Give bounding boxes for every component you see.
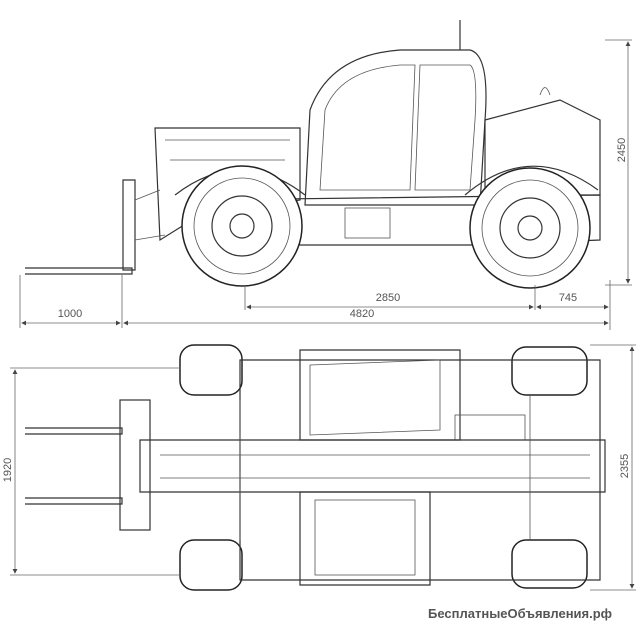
side-view	[25, 20, 601, 289]
forks-top	[25, 427, 123, 505]
rear-wheel-side	[469, 167, 591, 289]
side-dimensions: 2450 2850 745 1000 4820	[19, 39, 632, 330]
dim-overall-width: 2355	[619, 454, 631, 478]
fork-carriage-top	[119, 399, 151, 531]
tire-rear-left	[511, 346, 588, 396]
dim-height: 2450	[616, 138, 628, 162]
dim-rear-overhang: 745	[559, 292, 577, 304]
front-wheel-side	[181, 165, 303, 287]
tire-front-right	[179, 539, 243, 591]
engine-bay-top	[299, 491, 431, 586]
tire-front-left	[179, 344, 243, 396]
tire-rear-right	[511, 539, 588, 589]
dim-track-width: 1920	[2, 458, 14, 482]
boom-top	[139, 439, 606, 493]
forks-side	[25, 267, 133, 275]
dim-wheelbase: 2850	[376, 292, 400, 304]
cab-top	[299, 349, 461, 441]
cab-side	[304, 49, 487, 206]
top-view	[25, 344, 606, 591]
dim-fork-length: 1000	[58, 308, 82, 320]
dim-overall-length: 4820	[350, 308, 374, 320]
top-dimensions: 1920 2355	[2, 344, 636, 591]
fork-carriage	[122, 179, 136, 271]
watermark: БесплатныеОбъявления.рф	[428, 606, 613, 621]
